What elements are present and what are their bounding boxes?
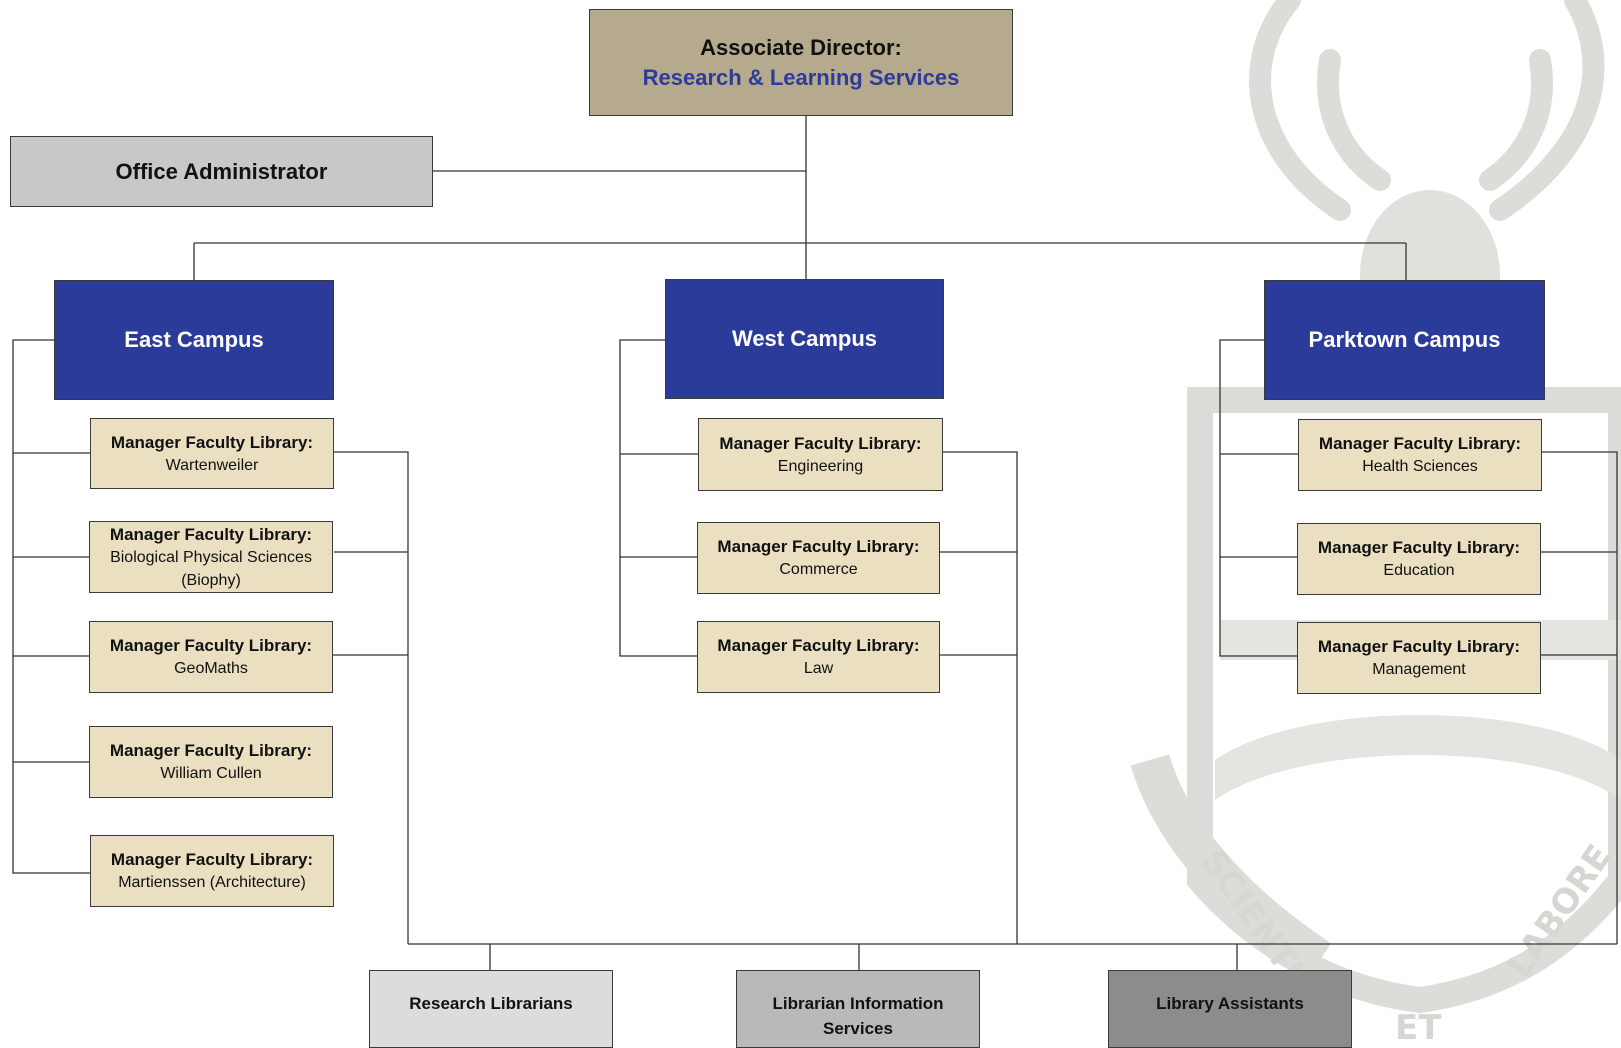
manager-library-name: Education: [1383, 562, 1455, 579]
manager-heading: Manager Faculty Library:: [1317, 637, 1521, 656]
west-manager-box: Manager Faculty Library: Law: [697, 621, 940, 693]
director-title: Associate Director:: [700, 34, 902, 60]
librarian-information-services-label: Librarian Information Services: [772, 994, 944, 1038]
director-subtitle: Research & Learning Services: [642, 64, 960, 90]
library-assistants-label: Library Assistants: [1156, 994, 1304, 1013]
manager-library-name: Health Sciences: [1362, 458, 1478, 475]
manager-heading: Manager Faculty Library:: [1318, 434, 1522, 453]
research-librarians-box: Research Librarians: [369, 970, 613, 1048]
manager-heading: Manager Faculty Library:: [110, 850, 314, 869]
parktown-manager-box: Manager Faculty Library: Education: [1297, 523, 1541, 595]
office-administrator-box: Office Administrator: [10, 136, 433, 207]
east-manager-box: Manager Faculty Library: Wartenweiler: [90, 418, 334, 489]
manager-library-name: Law: [803, 660, 834, 677]
east-manager-box: Manager Faculty Library: Martienssen (Ar…: [90, 835, 334, 907]
manager-library-name: Wartenweiler: [165, 456, 259, 474]
manager-heading: Manager Faculty Library:: [717, 537, 920, 556]
manager-library-name: GeoMaths: [174, 660, 248, 677]
manager-library-name: Commerce: [779, 561, 858, 578]
manager-heading: Manager Faculty Library:: [109, 524, 313, 544]
manager-library-name: William Cullen: [160, 765, 262, 782]
librarian-information-services-box: Librarian Information Services: [736, 970, 980, 1048]
crest-motto-mid: ET: [1395, 1008, 1442, 1039]
manager-library-name: Management: [1372, 661, 1466, 678]
library-assistants-box: Library Assistants: [1108, 970, 1352, 1048]
east-manager-box: Manager Faculty Library: William Cullen: [89, 726, 333, 798]
manager-heading: Manager Faculty Library:: [110, 432, 314, 452]
parktown-campus-box: Parktown Campus: [1264, 280, 1545, 400]
parktown-manager-box: Manager Faculty Library: Health Sciences: [1298, 419, 1542, 491]
parktown-campus-label: Parktown Campus: [1308, 327, 1501, 352]
office-administrator-label: Office Administrator: [115, 158, 328, 184]
manager-heading: Manager Faculty Library:: [717, 636, 920, 655]
west-manager-box: Manager Faculty Library: Commerce: [697, 522, 940, 594]
manager-heading: Manager Faculty Library:: [719, 433, 922, 453]
manager-library-name: Martienssen (Architecture): [118, 874, 306, 891]
west-campus-label: West Campus: [731, 326, 878, 351]
manager-heading: Manager Faculty Library:: [109, 741, 313, 760]
west-manager-box: Manager Faculty Library: Engineering: [698, 418, 943, 491]
east-campus-label: East Campus: [124, 327, 264, 352]
manager-library-name: Engineering: [777, 457, 864, 475]
associate-director-box: Associate Director: Research & Learning …: [589, 9, 1013, 116]
manager-heading: Manager Faculty Library:: [1317, 538, 1521, 557]
east-manager-box: Manager Faculty Library: GeoMaths: [89, 621, 333, 693]
east-manager-box: Manager Faculty Library: Biological Phys…: [89, 521, 333, 593]
manager-heading: Manager Faculty Library:: [109, 636, 313, 655]
research-librarians-label: Research Librarians: [409, 994, 573, 1013]
parktown-manager-box: Manager Faculty Library: Management: [1297, 622, 1541, 694]
west-campus-box: West Campus: [665, 279, 944, 399]
east-campus-box: East Campus: [54, 280, 334, 400]
manager-library-name: Biological Physical Sciences (Biophy): [110, 548, 312, 589]
